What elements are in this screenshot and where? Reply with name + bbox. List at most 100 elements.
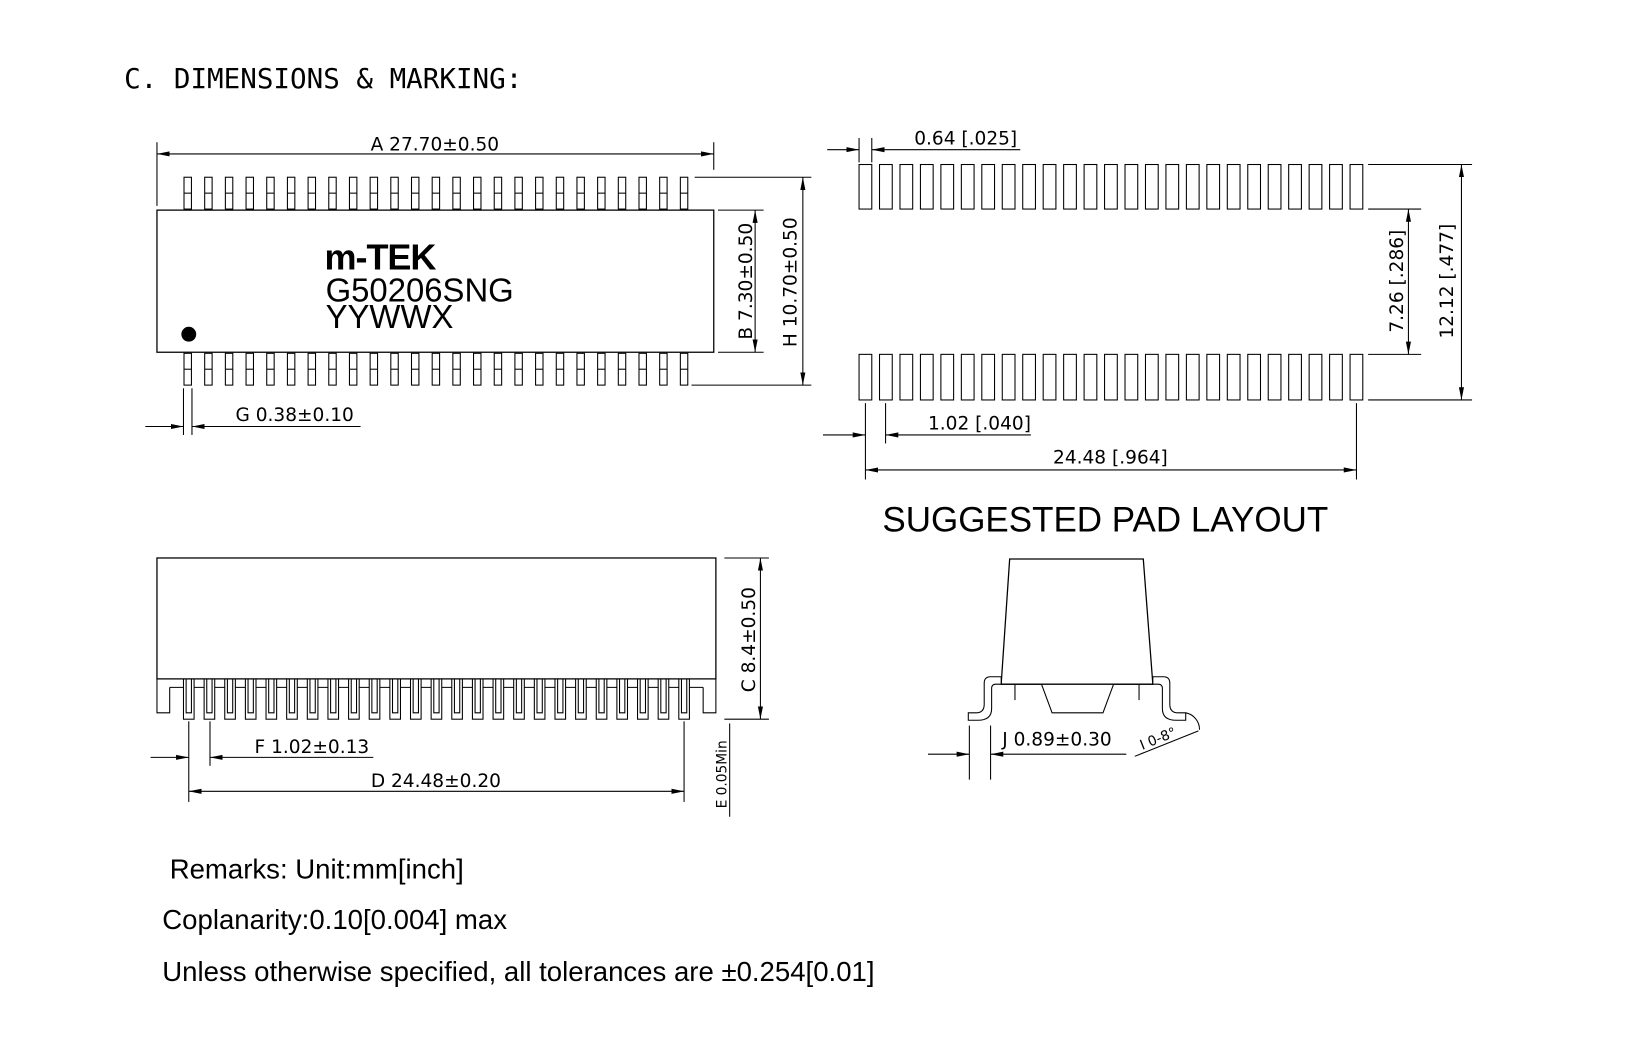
pad-bottom: [1329, 353, 1343, 401]
brand-logo: m-TEK: [325, 237, 437, 278]
lead-inner-line: [453, 678, 461, 714]
remark-tolerance: Unless otherwise specified, all toleranc…: [162, 956, 874, 987]
pad-bottom: [1063, 353, 1077, 401]
package-body: [156, 209, 715, 353]
side-view-pin: [244, 678, 257, 720]
dimension-label-a: A 27.70±0.50: [371, 135, 500, 156]
pad-top: [1144, 163, 1159, 210]
lead-inner-line: [185, 678, 192, 714]
top-view-bottom-pin: [493, 352, 503, 386]
top-view-top-pin: [679, 176, 689, 210]
side-body: [156, 557, 717, 680]
pad-bottom: [1022, 353, 1036, 401]
top-view-top-pin: [659, 176, 668, 210]
profile-view: J 0.89±0.30 I 0-8°: [927, 558, 1201, 780]
side-view-pin: [306, 678, 319, 720]
top-view-top-pin: [369, 176, 379, 210]
side-view-pin: [451, 678, 463, 720]
lead-inner-line: [577, 678, 585, 714]
lead-inner-line: [680, 678, 688, 714]
pad-top: [1349, 163, 1364, 210]
pad-top: [1022, 163, 1036, 210]
pad-top: [981, 163, 996, 210]
side-view-pin: [182, 678, 195, 720]
gull-wing-lead-right: [1152, 676, 1187, 721]
part-number-marking: G50206SNG: [326, 271, 514, 308]
top-view-top-pin: [328, 176, 337, 210]
pad-bottom: [1144, 353, 1159, 401]
side-view-pin: [636, 678, 649, 720]
top-view-top-pin: [307, 176, 317, 210]
top-view-bottom-pin: [307, 352, 317, 386]
lead-inner-line: [350, 678, 358, 714]
remarks: Remarks: Unit:mm[inch] Coplanarity:0.10[…: [162, 853, 874, 987]
side-view-pin: [224, 678, 236, 720]
side-view-pin: [203, 678, 216, 720]
pad-bottom: [1083, 353, 1098, 401]
dimension-label-b: B 7.30±0.50: [736, 223, 757, 340]
pad-bottom: [1226, 353, 1241, 401]
side-view: C 8.4±0.50 E 0.05Min F 1.02±0.13 D 24.48…: [150, 557, 769, 817]
top-view-bottom-pin: [473, 352, 482, 386]
top-view-top-pin: [410, 176, 420, 210]
pad-top: [1308, 163, 1323, 210]
pad-bottom: [1349, 353, 1364, 401]
top-view-top-pin: [183, 176, 192, 210]
dimension-label-outer-span: 12.12 [.477]: [1437, 224, 1458, 339]
date-code-marking: YYWWX: [326, 298, 454, 335]
side-view-pin: [678, 678, 690, 720]
top-view-top-pin: [431, 176, 441, 210]
lead-inner-line: [206, 678, 213, 714]
top-view-bottom-pin: [431, 352, 441, 386]
pad-top: [1063, 163, 1077, 210]
top-view-bottom-pin: [659, 352, 668, 386]
pad-bottom: [899, 353, 914, 401]
pad-layout-caption: SUGGESTED PAD LAYOUT: [882, 500, 1328, 539]
dimension-label-d: D 24.48±0.20: [371, 771, 501, 792]
lead-inner-line: [598, 678, 605, 714]
pad-top: [1226, 163, 1241, 210]
section-title: C. DIMENSIONS & MARKING:: [124, 62, 522, 95]
top-view-bottom-pin: [369, 352, 379, 386]
pad-top: [919, 163, 934, 210]
pad-bottom: [1124, 353, 1139, 401]
pad-top: [1001, 163, 1016, 210]
gull-wing-lead-left: [967, 676, 1002, 721]
top-view-top-pin: [245, 176, 255, 210]
top-view-bottom-pin: [328, 352, 337, 386]
top-view-top-pin: [224, 176, 234, 210]
side-view-pin: [286, 678, 298, 720]
side-view-pin: [492, 678, 505, 720]
pad-top: [1165, 163, 1180, 210]
pad-top: [1124, 163, 1139, 210]
top-view-bottom-pin: [266, 352, 275, 386]
pad-bottom: [1247, 353, 1262, 401]
pad-bottom: [1308, 353, 1323, 401]
top-view-bottom-pin: [535, 352, 544, 386]
pad-bottom: [919, 353, 934, 401]
top-view-top-pin: [617, 176, 627, 210]
side-view-pin: [389, 678, 402, 720]
dimension-label-pad-width: 0.64 [.025]: [914, 128, 1017, 149]
side-view-pin: [471, 678, 484, 720]
pad-top: [1185, 163, 1200, 210]
top-view-top-pin: [555, 176, 565, 210]
side-view-pin: [657, 678, 670, 720]
top-view-bottom-pin: [224, 352, 234, 386]
pad-top: [1247, 163, 1262, 210]
top-view-top-pin: [493, 176, 503, 210]
angle-arc: [1185, 712, 1201, 730]
top-view-bottom-pin: [597, 352, 606, 386]
pad-top: [1104, 163, 1118, 210]
remark-coplanarity: Coplanarity:0.10[0.004] max: [162, 904, 507, 935]
dimension-label-pitch: 1.02 [.040]: [928, 414, 1031, 435]
top-view-top-pin: [286, 176, 296, 210]
left-end-foot: [156, 678, 171, 714]
top-view-top-pin: [535, 176, 544, 210]
side-view-pin: [575, 678, 587, 720]
pad-bottom: [878, 353, 893, 401]
profile-base: [1001, 683, 1153, 714]
pad-bottom: [981, 353, 996, 401]
lead-inner-line: [247, 678, 254, 714]
